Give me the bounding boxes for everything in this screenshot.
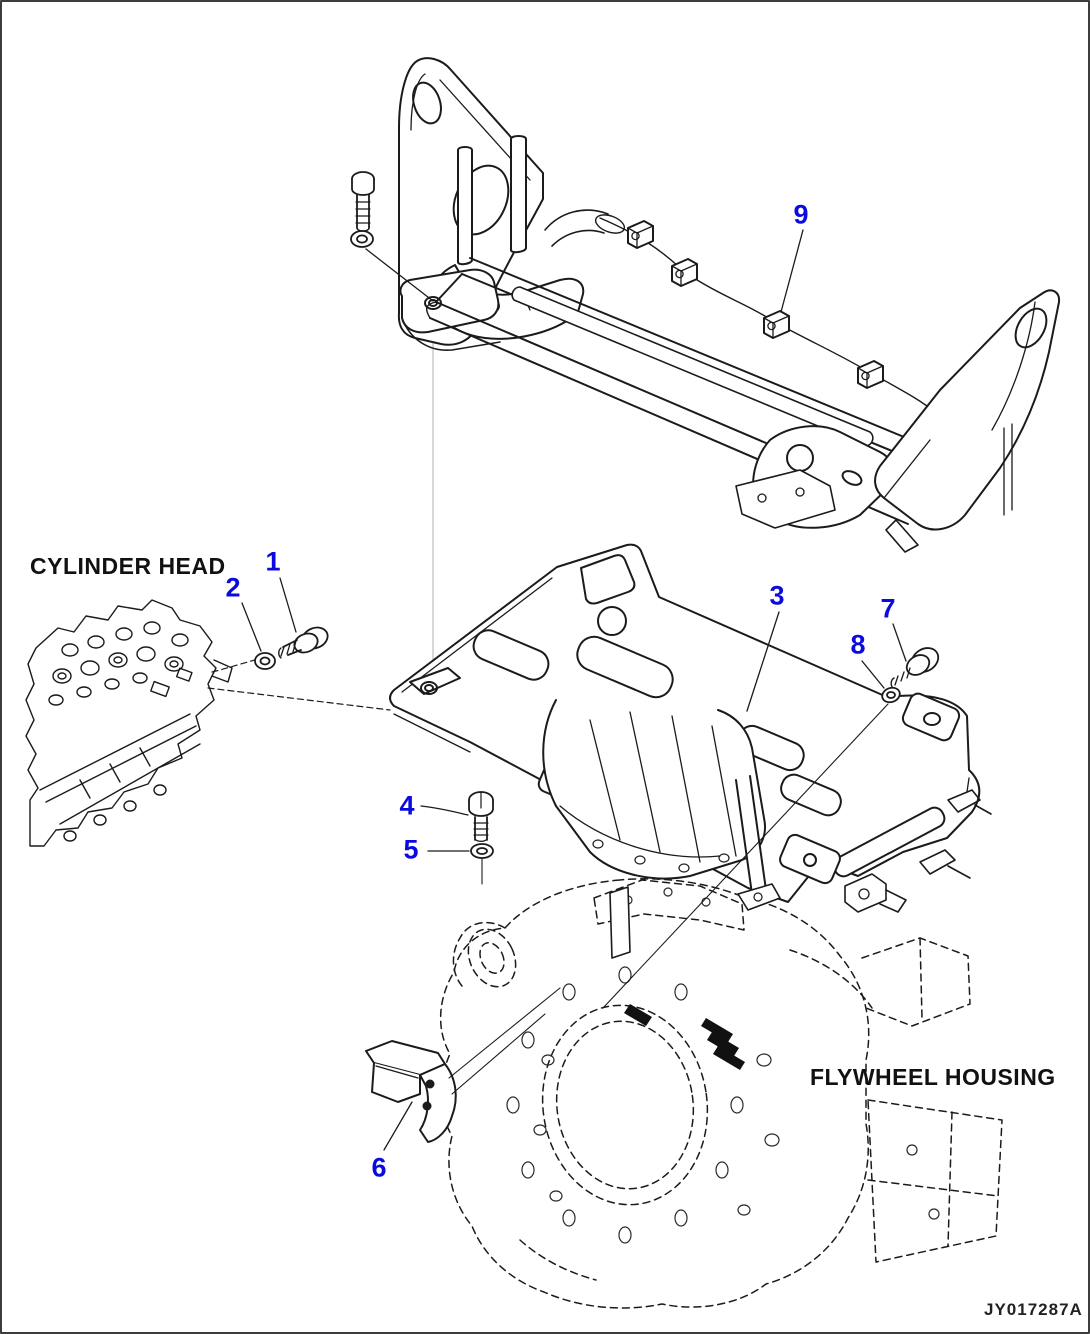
- callout-6: 6: [371, 1152, 387, 1183]
- cover-bracket-6-drawing: [365, 987, 561, 1143]
- callout-1: 1: [265, 546, 281, 577]
- bolt-7-drawing: [890, 647, 940, 689]
- flywheel-housing-drawing: [440, 878, 1003, 1309]
- washer-5-drawing: [470, 843, 494, 859]
- engine-mount-frame-drawing: [397, 57, 1061, 553]
- callout-5: 5: [403, 834, 419, 865]
- frame-bolt-washer-drawing: [350, 171, 375, 248]
- leader-lines: [241, 229, 907, 1151]
- cylinder-head-drawing: [25, 599, 233, 847]
- callout-4: 4: [399, 790, 415, 821]
- bolt-1-drawing: [278, 626, 329, 659]
- flywheel-housing-label: FLYWHEEL HOUSING: [810, 1064, 1056, 1090]
- cylinder-head-hidden-edges: [207, 658, 391, 711]
- drawing-number: JY017287A: [984, 1300, 1083, 1319]
- callout-3: 3: [769, 580, 785, 611]
- flywheel-housing-holes: [506, 887, 940, 1244]
- callout-7: 7: [880, 593, 896, 624]
- callout-8: 8: [850, 629, 866, 660]
- housing-index-marks: [624, 1004, 745, 1070]
- washer-2-drawing: [254, 652, 276, 670]
- washer-8-drawing: [881, 686, 901, 704]
- cylinder-head-label: CYLINDER HEAD: [30, 553, 226, 579]
- callout-9: 9: [793, 199, 809, 230]
- callout-2: 2: [225, 572, 241, 603]
- bolt-4-drawing: [468, 791, 494, 843]
- support-plate-drawing: [389, 543, 992, 959]
